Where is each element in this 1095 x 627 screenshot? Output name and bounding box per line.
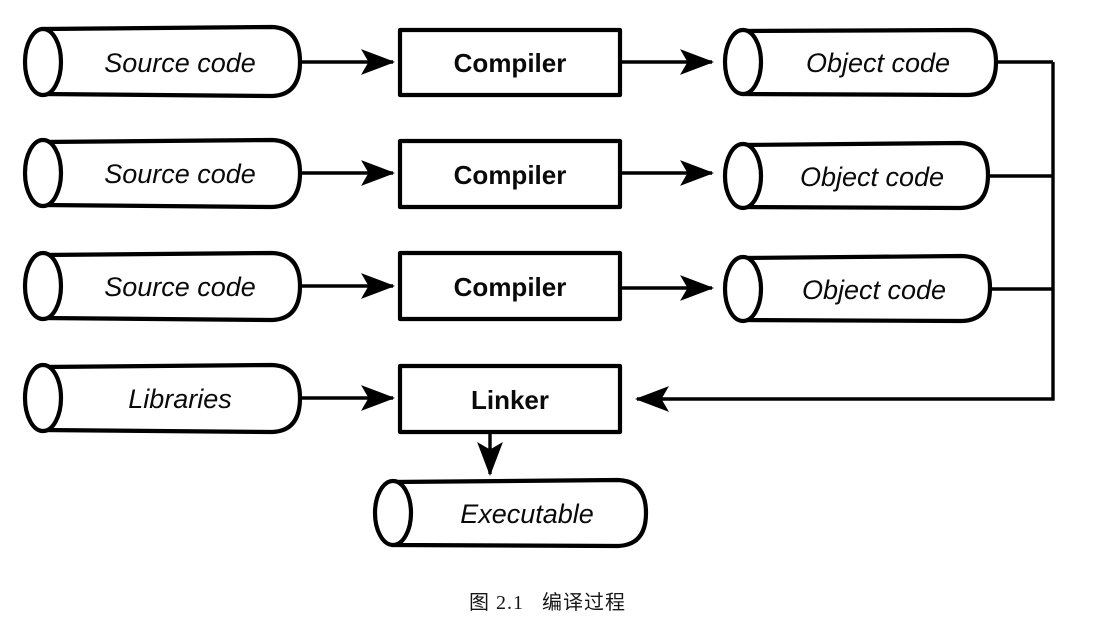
figure-caption: 图 2.1 编译过程 xyxy=(469,592,626,614)
node-source-code-3[interactable]: Source code xyxy=(22,250,303,323)
node-compiler-3[interactable]: Compiler xyxy=(397,250,623,322)
node-label-object-code-2: Object code xyxy=(800,162,944,192)
node-label-source-code-3: Source code xyxy=(104,272,256,302)
node-label-object-code-3: Object code xyxy=(802,275,946,305)
node-source-code-1[interactable]: Source code xyxy=(22,24,303,99)
node-label-object-code-1: Object code xyxy=(806,48,950,78)
edge-bus-to-linker xyxy=(634,62,1055,412)
node-object-code-1[interactable]: Object code xyxy=(722,27,999,98)
node-compiler-2[interactable]: Compiler xyxy=(397,138,623,210)
node-label-compiler-3: Compiler xyxy=(454,272,567,302)
node-object-code-2[interactable]: Object code xyxy=(722,140,991,211)
node-label-executable: Executable xyxy=(460,499,594,529)
node-label-source-code-2: Source code xyxy=(104,159,256,189)
node-label-compiler-1: Compiler xyxy=(454,48,567,78)
node-object-code-3[interactable]: Object code xyxy=(722,253,993,324)
node-compiler-1[interactable]: Compiler xyxy=(397,27,623,98)
node-linker[interactable]: Linker xyxy=(397,363,623,435)
node-libraries[interactable]: Libraries xyxy=(22,362,303,435)
node-label-libraries: Libraries xyxy=(128,384,232,414)
node-label-linker: Linker xyxy=(471,385,549,415)
node-label-source-code-1: Source code xyxy=(104,48,256,78)
node-source-code-2[interactable]: Source code xyxy=(22,137,303,210)
node-executable[interactable]: Executable xyxy=(372,477,649,549)
node-label-compiler-2: Compiler xyxy=(454,160,567,190)
